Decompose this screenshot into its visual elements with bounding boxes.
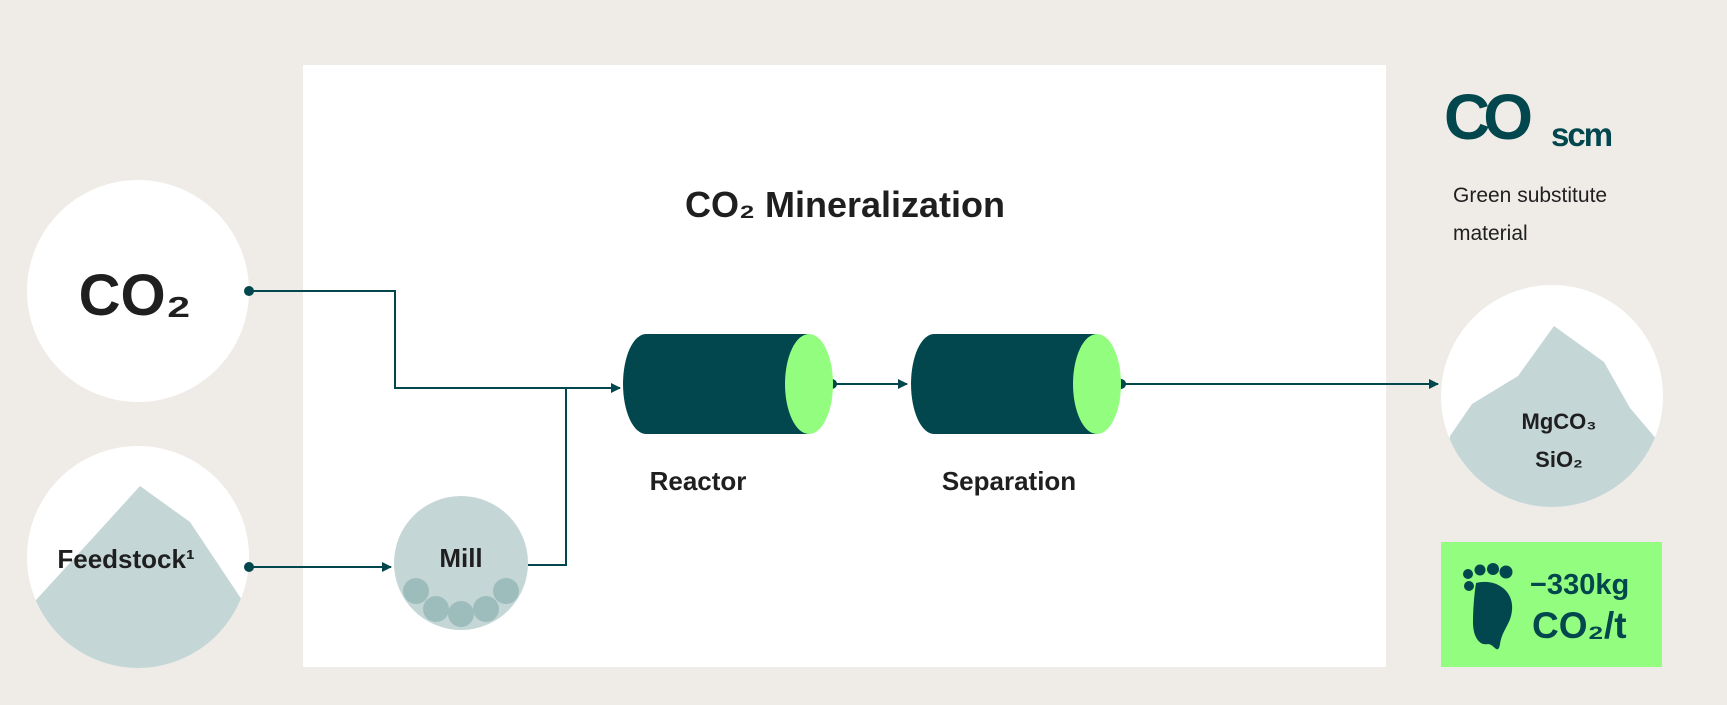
separation-label: Separation [942,466,1076,496]
mill-ball [448,601,474,627]
composition-line2: SiO₂ [1535,447,1583,472]
mill-node: Mill [394,496,528,630]
co2-input-label: CO₂ [79,263,192,328]
reactor-label: Reactor [650,466,747,496]
product-tagline-line1: Green substitute [1453,184,1607,207]
connector-dot [244,286,254,296]
reactor-cylinder [623,334,833,434]
footprint-unit: CO₂/t [1532,605,1627,646]
coscm-logo: CO scm [1444,81,1614,153]
process-title: CO₂ Mineralization [685,184,1005,225]
footprint-badge: −330kg CO₂/t [1441,542,1662,667]
logo-co: CO [1444,81,1531,153]
mill-ball [493,578,519,604]
product-node: MgCO₃ SiO₂ [1441,285,1663,507]
mill-ball [423,596,449,622]
mill-ball [473,596,499,622]
feedstock-node: Feedstock¹ [27,446,249,668]
composition-line1: MgCO₃ [1522,409,1597,434]
product-tagline-line2: material [1453,222,1528,245]
co2-input-node: CO₂ [27,180,249,402]
connector-dot [244,562,254,572]
mill-ball [403,578,429,604]
footprint-value: −330kg [1530,569,1629,601]
feedstock-label: Feedstock¹ [57,544,194,574]
product-rock-shape [1441,326,1663,507]
footprint-icon [1463,563,1513,650]
flow-connectors [249,290,1439,572]
co2-to-reactor-line [249,290,621,393]
mill-label: Mill [439,543,482,573]
logo-scm: scm [1551,116,1612,153]
mill-to-reactor-line [528,388,567,566]
separation-cylinder [911,334,1121,434]
rock-shape [36,486,242,668]
